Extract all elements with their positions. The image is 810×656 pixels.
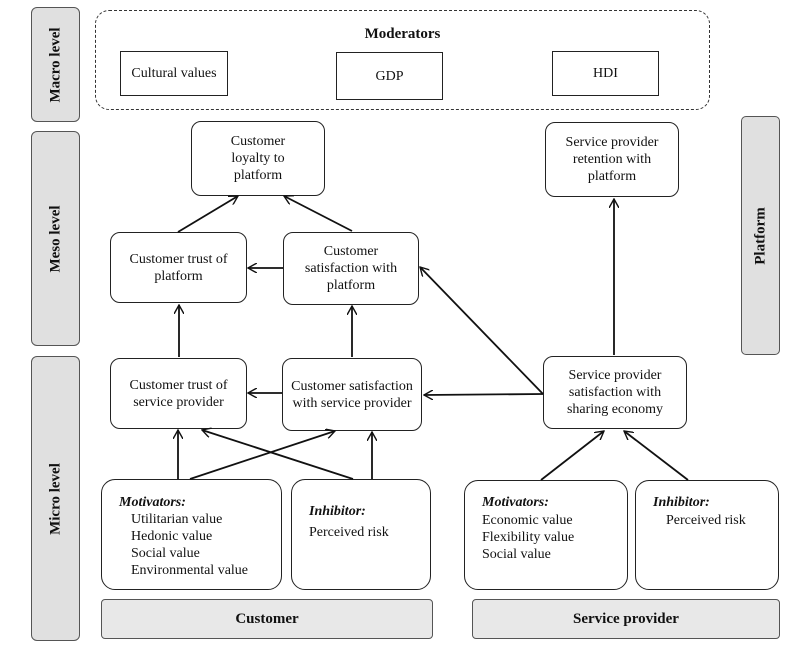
sp-motivator-item: Economic value — [482, 513, 573, 528]
customer-footer: Customer — [101, 599, 433, 639]
service-provider-footer: Service provider — [472, 599, 780, 639]
sp-retention-box: Service provider retention with platform — [545, 122, 679, 197]
moderator-gdp: GDP — [336, 52, 443, 100]
satisfaction-service-provider-box: Customer satisfaction with service provi… — [282, 358, 422, 431]
customer-motivator-item: Social value — [131, 546, 200, 561]
sp-satisfaction-box: Service provider satisfaction with shari… — [543, 356, 687, 429]
arrow-sp-satisfaction-to-satisfaction-sp — [424, 394, 544, 395]
arrow-sp-motivators-to-sp-satisfaction — [540, 431, 604, 481]
customer-motivators-heading: Motivators: — [119, 495, 186, 510]
arrow-sp-satisfaction-to-satisfaction-platform — [420, 267, 544, 395]
platform-bar: Platform — [741, 116, 780, 355]
meso-level-bar: Meso level — [31, 131, 80, 346]
customer-motivator-item: Hedonic value — [131, 529, 213, 544]
moderator-cultural-values: Cultural values — [120, 51, 228, 96]
sp-inhibitor-heading: Inhibitor: — [653, 495, 710, 510]
sp-motivators-heading: Motivators: — [482, 495, 549, 510]
customer-inhibitor-box: Inhibitor: Perceived risk — [291, 479, 431, 590]
micro-level-bar: Micro level — [31, 356, 80, 641]
moderator-hdi: HDI — [552, 51, 659, 96]
customer-motivators-box: Motivators: Utilitarian value Hedonic va… — [101, 479, 282, 590]
macro-level-bar: Macro level — [31, 7, 80, 122]
sp-motivator-item: Social value — [482, 547, 551, 562]
customer-motivator-item: Environmental value — [131, 563, 249, 578]
arrow-customer-inhibitor-to-trust-sp — [202, 430, 354, 480]
customer-inhibitor-heading: Inhibitor: — [309, 504, 366, 519]
arrow-sp-inhibitor-to-sp-satisfaction — [624, 431, 689, 481]
arrow-customer-motivators-to-satisfaction-sp — [189, 431, 335, 480]
moderators-frame — [95, 10, 710, 110]
arrow-satisfaction-platform-to-loyalty — [284, 196, 353, 232]
sp-inhibitor-item: Perceived risk — [666, 513, 746, 528]
sp-motivators-box: Motivators: Economic value Flexibility v… — [464, 480, 628, 590]
sp-inhibitor-box: Inhibitor: Perceived risk — [635, 480, 779, 590]
moderators-title: Moderators — [364, 26, 441, 42]
sp-motivator-item: Flexibility value — [482, 530, 575, 545]
customer-motivator-item: Utilitarian value — [131, 512, 223, 527]
customer-loyalty-box: Customer loyalty to platform — [191, 121, 325, 196]
customer-inhibitor-item: Perceived risk — [309, 525, 389, 540]
satisfaction-platform-box: Customer satisfaction with platform — [283, 232, 419, 305]
trust-service-provider-box: Customer trust of service provider — [110, 358, 247, 429]
arrow-trust-platform-to-loyalty — [177, 195, 238, 233]
